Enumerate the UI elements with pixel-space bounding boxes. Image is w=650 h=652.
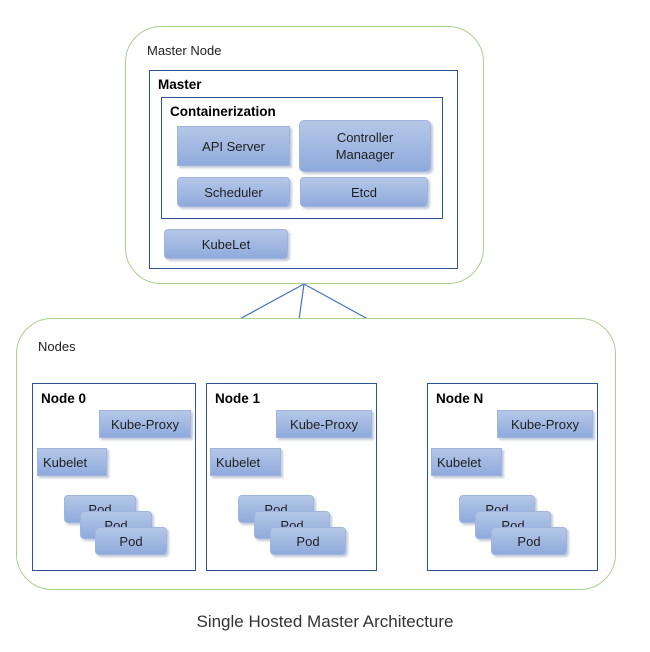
master-kubelet-label: KubeLet [201,236,251,252]
kubelet-component: Kubelet [37,448,107,476]
pod-label: Pod [517,533,541,549]
pod-label: Pod [119,533,143,549]
master-kubelet-component: KubeLet [164,229,288,259]
kube-proxy-component: Kube-Proxy [276,410,372,438]
etcd-component: Etcd [300,177,428,207]
kubelet-component: Kubelet [210,448,281,476]
pod-component: Pod [491,527,567,555]
containerization-title: Containerization [170,104,276,119]
kube-proxy-label: Kube-Proxy [290,416,358,432]
etcd-label: Etcd [350,184,377,200]
pod-component: Pod [254,511,330,539]
pod-component: Pod [270,527,346,555]
figure-caption: Single Hosted Master Architecture [196,612,454,631]
kube-proxy-component: Kube-Proxy [497,410,593,438]
pod-component: Pod [95,527,167,555]
node-title: Node 0 [41,391,87,406]
kubelet-label: Kubelet [43,454,88,470]
scheduler-component: Scheduler [177,177,290,207]
kubelet-label: Kubelet [216,454,261,470]
kubelet-label: Kubelet [437,454,482,470]
controller-manager-label-line1: Controller [336,130,394,145]
controller-manager-component: Controller Manaager [299,120,431,172]
kube-proxy-component: Kube-Proxy [99,410,191,438]
node-title: Node N [436,391,484,406]
controller-manager-label-line2: Manaager [335,147,395,162]
kube-proxy-label: Kube-Proxy [111,416,179,432]
pod-label: Pod [296,533,320,549]
api-server-label: API Server [202,138,265,154]
scheduler-label: Scheduler [204,184,263,200]
kubelet-component: Kubelet [431,448,502,476]
master-title: Master [158,77,202,92]
node-title: Node 1 [215,391,261,406]
kube-proxy-label: Kube-Proxy [511,416,579,432]
api-server-component: API Server [177,126,290,166]
master-node-label: Master Node [147,43,222,58]
nodes-label: Nodes [38,339,76,354]
